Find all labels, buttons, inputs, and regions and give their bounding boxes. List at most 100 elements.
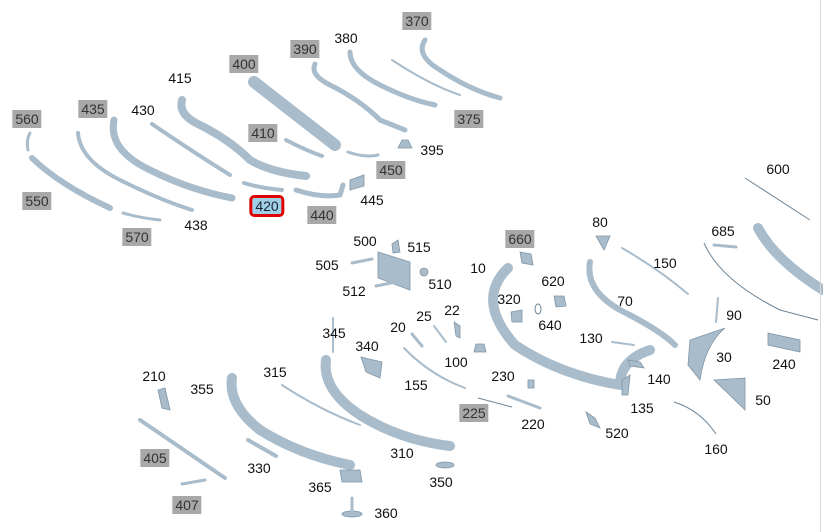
part-660 [519, 251, 534, 266]
callout-220[interactable]: 220 [521, 416, 545, 432]
callout-140[interactable]: 140 [647, 371, 671, 387]
callout-400[interactable]: 400 [229, 55, 259, 73]
leader-600 [744, 177, 811, 221]
callout-640[interactable]: 640 [538, 317, 562, 333]
callout-515[interactable]: 515 [407, 239, 431, 255]
callout-20[interactable]: 20 [390, 319, 406, 335]
callout-620[interactable]: 620 [541, 273, 565, 289]
callout-30[interactable]: 30 [716, 349, 732, 365]
part-620 [553, 295, 567, 308]
callout-330[interactable]: 330 [247, 460, 271, 476]
callout-210[interactable]: 210 [142, 368, 166, 384]
part-350 [435, 461, 455, 469]
callout-660[interactable]: 660 [505, 230, 535, 248]
part-210 [157, 387, 171, 411]
callout-10[interactable]: 10 [470, 260, 486, 276]
callout-390[interactable]: 390 [290, 40, 320, 58]
callout-350[interactable]: 350 [429, 474, 453, 490]
callout-685[interactable]: 685 [711, 223, 735, 239]
part-10 [488, 263, 655, 390]
callout-430[interactable]: 430 [131, 102, 155, 118]
callout-320[interactable]: 320 [497, 291, 521, 307]
part-450 [346, 150, 380, 158]
callout-438[interactable]: 438 [184, 217, 208, 233]
callout-355[interactable]: 355 [190, 381, 214, 397]
callout-500[interactable]: 500 [353, 233, 377, 249]
part-135 [621, 374, 631, 396]
part-438 [150, 122, 232, 177]
callout-410[interactable]: 410 [248, 124, 278, 142]
callout-150[interactable]: 150 [653, 255, 677, 271]
part-505 [350, 257, 374, 265]
callout-420[interactable]: 420 [249, 195, 285, 217]
callout-80[interactable]: 80 [592, 214, 608, 230]
callout-160[interactable]: 160 [704, 441, 728, 457]
part-440 [293, 182, 346, 199]
callout-25[interactable]: 25 [416, 308, 432, 324]
callout-512[interactable]: 512 [342, 283, 366, 299]
callout-230[interactable]: 230 [491, 368, 515, 384]
callout-395[interactable]: 395 [420, 142, 444, 158]
part-395 [397, 139, 413, 149]
part-30 [687, 327, 726, 381]
part-512 [374, 280, 398, 288]
scrollbar[interactable] [820, 0, 821, 532]
callout-445[interactable]: 445 [360, 192, 384, 208]
callout-520[interactable]: 520 [605, 425, 629, 441]
part-80 [595, 235, 611, 251]
callout-135[interactable]: 135 [630, 400, 654, 416]
part-365 [339, 469, 363, 483]
part-520 [585, 411, 601, 429]
callout-375[interactable]: 375 [454, 110, 484, 128]
part-370 [419, 37, 503, 101]
part-25 [433, 325, 447, 343]
part-315 [320, 355, 455, 451]
callout-90[interactable]: 90 [726, 307, 742, 323]
callout-360[interactable]: 360 [374, 505, 398, 521]
part-410 [284, 138, 324, 158]
part-140 [627, 359, 645, 369]
part-340 [360, 356, 383, 379]
part-390 [311, 61, 408, 133]
callout-365[interactable]: 365 [308, 479, 332, 495]
part-100 [473, 343, 487, 353]
callout-560[interactable]: 560 [12, 110, 42, 128]
callout-70[interactable]: 70 [617, 293, 633, 309]
part-445 [349, 174, 365, 191]
callout-510[interactable]: 510 [428, 276, 452, 292]
callout-505[interactable]: 505 [315, 257, 339, 273]
callout-405[interactable]: 405 [140, 449, 170, 467]
callout-50[interactable]: 50 [755, 392, 771, 408]
callout-440[interactable]: 440 [307, 206, 337, 224]
part-225 [477, 397, 513, 408]
callout-155[interactable]: 155 [404, 377, 428, 393]
callout-345[interactable]: 345 [322, 325, 346, 341]
part-20 [410, 332, 424, 348]
callout-370[interactable]: 370 [402, 12, 432, 30]
part-550 [29, 155, 113, 211]
callout-380[interactable]: 380 [334, 30, 358, 46]
part-570 [121, 211, 162, 222]
callout-340[interactable]: 340 [355, 338, 379, 354]
callout-225[interactable]: 225 [459, 404, 489, 422]
part-500 [377, 251, 411, 291]
callout-450[interactable]: 450 [376, 161, 406, 179]
part-70 [586, 259, 678, 348]
callout-407[interactable]: 407 [172, 496, 202, 514]
callout-22[interactable]: 22 [444, 302, 460, 318]
callout-315[interactable]: 315 [263, 364, 287, 380]
callout-570[interactable]: 570 [122, 228, 152, 246]
callout-100[interactable]: 100 [444, 354, 468, 370]
part-510 [419, 267, 429, 277]
part-310-trim [281, 384, 361, 426]
callout-600[interactable]: 600 [766, 161, 790, 177]
callout-310[interactable]: 310 [390, 445, 414, 461]
callout-130[interactable]: 130 [579, 330, 603, 346]
callout-550[interactable]: 550 [22, 192, 52, 210]
part-600 [753, 223, 823, 295]
callout-415[interactable]: 415 [168, 70, 192, 86]
callout-240[interactable]: 240 [772, 356, 796, 372]
callout-435[interactable]: 435 [78, 100, 108, 118]
part-435 [76, 131, 194, 212]
